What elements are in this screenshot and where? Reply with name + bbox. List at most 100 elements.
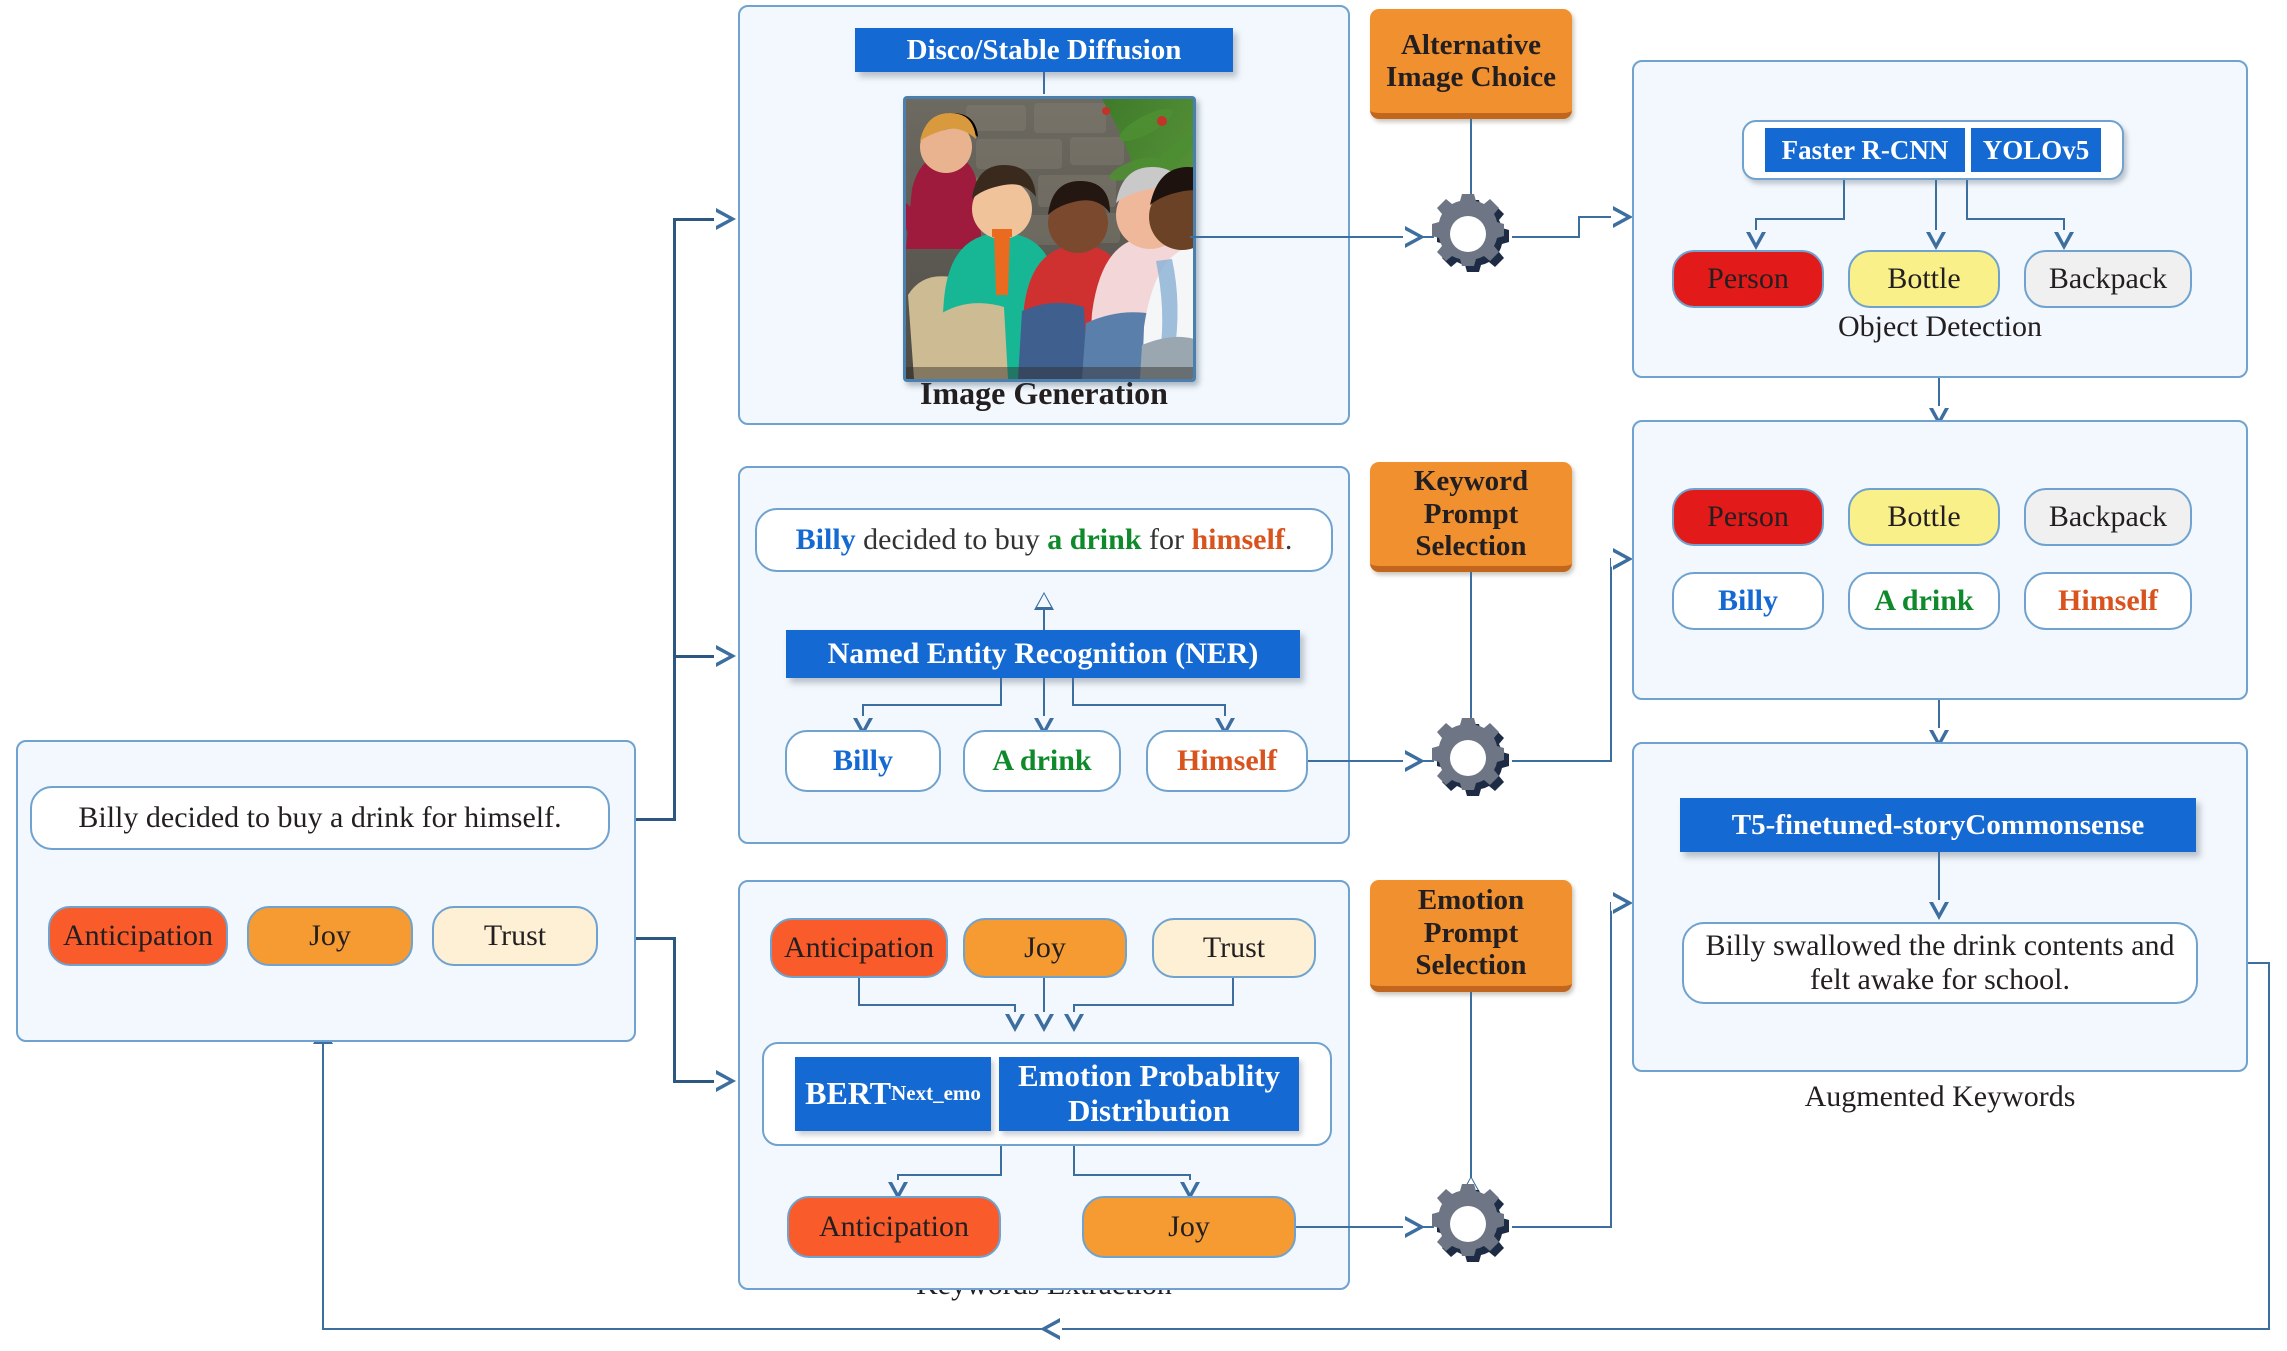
emotion-prompt-selection-box[interactable]: Emotion Prompt Selection: [1370, 880, 1572, 992]
connector-emotions-riser: [673, 937, 676, 1082]
connector-to-emotion-inference: [673, 1080, 723, 1083]
arrow-emo-out-joy: [1180, 1180, 1200, 1200]
augmented-object-person[interactable]: Person: [1672, 488, 1824, 546]
arrow-emo-in-anticipation: [1005, 1012, 1025, 1032]
disco-stable-diffusion-label: Disco/Stable Diffusion: [855, 28, 1233, 72]
faster-rcnn-label: Faster R-CNN: [1765, 128, 1965, 172]
od-stem-mid: [1935, 180, 1937, 238]
emo-out-branch-left: [897, 1174, 1002, 1176]
feedback-left: [322, 1328, 2268, 1330]
od-drop-left: [1755, 218, 1757, 238]
connector-selector3-to-gear3: [1470, 992, 1472, 1186]
augmented-keyword-billy[interactable]: Billy: [1672, 572, 1824, 630]
sentence-token: for: [1141, 522, 1192, 556]
entity-a-drink[interactable]: A drink: [963, 730, 1121, 792]
connector-gear1-out: [1512, 236, 1580, 238]
connector-gear2-out: [1512, 760, 1612, 762]
bert-label-sub: Next_emo: [891, 1081, 981, 1106]
existing-emotion-trust[interactable]: Trust: [432, 906, 598, 966]
feedback-up: [322, 1044, 324, 1330]
connector-story-riser: [673, 218, 676, 820]
od-stem-left: [1843, 180, 1845, 220]
keyword-prompt-selection-box[interactable]: Keyword Prompt Selection: [1370, 462, 1572, 572]
generated-image-content: [906, 99, 1193, 379]
augmented-keywords-label: Augmented Keywords: [1804, 1080, 2076, 1113]
arrow-ner-to-sentence: [1034, 592, 1054, 610]
output-emotion-joy[interactable]: Joy: [1082, 1196, 1296, 1258]
connector-gear1-to-objdet: [1578, 216, 1620, 218]
detected-object-person[interactable]: Person: [1672, 250, 1824, 308]
connector-t5-to-sentence: [1938, 852, 1940, 910]
connector-selector2-to-gear2: [1470, 572, 1472, 730]
augmented-keyword-himself[interactable]: Himself: [2024, 572, 2192, 630]
connector-augkw-to-nextsent: [1938, 700, 1940, 738]
existing-story-sentence: Billy decided to buy a drink for himself…: [30, 786, 610, 850]
panel-object-detection: Object Detection: [1632, 60, 2248, 378]
augmented-keyword-a-drink[interactable]: A drink: [1848, 572, 2000, 630]
arrow-emo-in-trust: [1064, 1012, 1084, 1032]
panel-augmented-keywords: Augmented Keywords: [1632, 420, 2248, 1113]
object-detection-label: Object Detection: [1837, 310, 2043, 343]
alternative-image-choice-box[interactable]: Alternative Image Choice: [1370, 9, 1572, 119]
generated-image: [903, 96, 1196, 382]
arrow-feedback-left: [1040, 1318, 1062, 1340]
arrow-gear1-to-objdet: [1611, 206, 1633, 228]
input-emotion-anticipation[interactable]: Anticipation: [770, 918, 948, 978]
sentence-token: .: [1284, 522, 1293, 556]
ner-branch-left: [862, 704, 1002, 706]
sentence-token: himself: [1191, 522, 1285, 556]
output-emotion-anticipation[interactable]: Anticipation: [787, 1196, 1001, 1258]
connector-gear3-out: [1512, 1226, 1612, 1228]
arrow-to-imagegen: [714, 208, 736, 230]
arrow-to-keywords: [714, 645, 736, 667]
gear-icon-1[interactable]: [1428, 194, 1514, 280]
emotion-probability-distribution-label: Emotion Probablity Distribution: [999, 1057, 1299, 1131]
connector-gear1-rise: [1578, 216, 1580, 238]
feedback-exit: [2248, 962, 2270, 964]
arrow-imagegen-to-gear1: [1403, 226, 1425, 248]
connector-to-imagegen: [673, 218, 723, 221]
existing-emotion-joy[interactable]: Joy: [247, 906, 413, 966]
arrow-od-backpack: [2054, 230, 2074, 250]
detector-models-container: Faster R-CNN YOLOv5: [1742, 120, 2124, 180]
arrow-gear3-to-nextsent: [1611, 892, 1633, 914]
input-emotion-trust[interactable]: Trust: [1152, 918, 1316, 978]
ner-stem-mid: [1043, 678, 1045, 724]
arrow-emo-out-anticipation: [888, 1180, 908, 1200]
entity-himself[interactable]: Himself: [1146, 730, 1308, 792]
connector-to-keywords: [673, 655, 723, 658]
keywords-source-sentence-text: Billy decided to buy a drink for himself…: [796, 523, 1293, 558]
arrow-t5-to-sentence: [1929, 900, 1949, 920]
t5-model-label: T5-finetuned-storyCommonsense: [1680, 798, 2196, 852]
augmented-object-backpack[interactable]: Backpack: [2024, 488, 2192, 546]
arrow-emotion-to-gear3: [1403, 1216, 1425, 1238]
feedback-down: [2268, 962, 2270, 1330]
sentence-token: decided to buy: [855, 522, 1048, 556]
input-emotion-joy[interactable]: Joy: [963, 918, 1127, 978]
connector-gear2-rise: [1610, 558, 1612, 762]
od-branch-left: [1755, 218, 1845, 220]
emo-in-stem-right: [1232, 978, 1234, 1006]
emo-out-branch-right: [1073, 1174, 1191, 1176]
bert-label-main: BERT: [805, 1075, 892, 1112]
connector-gear3-rise: [1610, 902, 1612, 1228]
yolov5-label: YOLOv5: [1971, 128, 2101, 172]
ner-drop-left: [862, 704, 864, 724]
existing-emotion-anticipation[interactable]: Anticipation: [48, 906, 228, 966]
gear-icon-3[interactable]: [1428, 1184, 1514, 1270]
arrow-od-bottle: [1926, 230, 1946, 250]
detected-object-backpack[interactable]: Backpack: [2024, 250, 2192, 308]
connector-keywords-to-gear2: [1308, 760, 1434, 762]
emo-in-stem-left: [858, 978, 860, 1006]
sentence-token: a drink: [1047, 522, 1142, 556]
emo-in-stem-mid: [1043, 978, 1045, 1020]
generated-next-sentence: Billy swallowed the drink contents and f…: [1682, 922, 2198, 1004]
od-branch-right: [1966, 218, 2065, 220]
augmented-object-bottle[interactable]: Bottle: [1848, 488, 2000, 546]
detected-object-bottle[interactable]: Bottle: [1848, 250, 2000, 308]
entity-billy[interactable]: Billy: [785, 730, 941, 792]
gear-icon-2[interactable]: [1428, 718, 1514, 804]
sentence-token: Billy: [795, 522, 856, 556]
